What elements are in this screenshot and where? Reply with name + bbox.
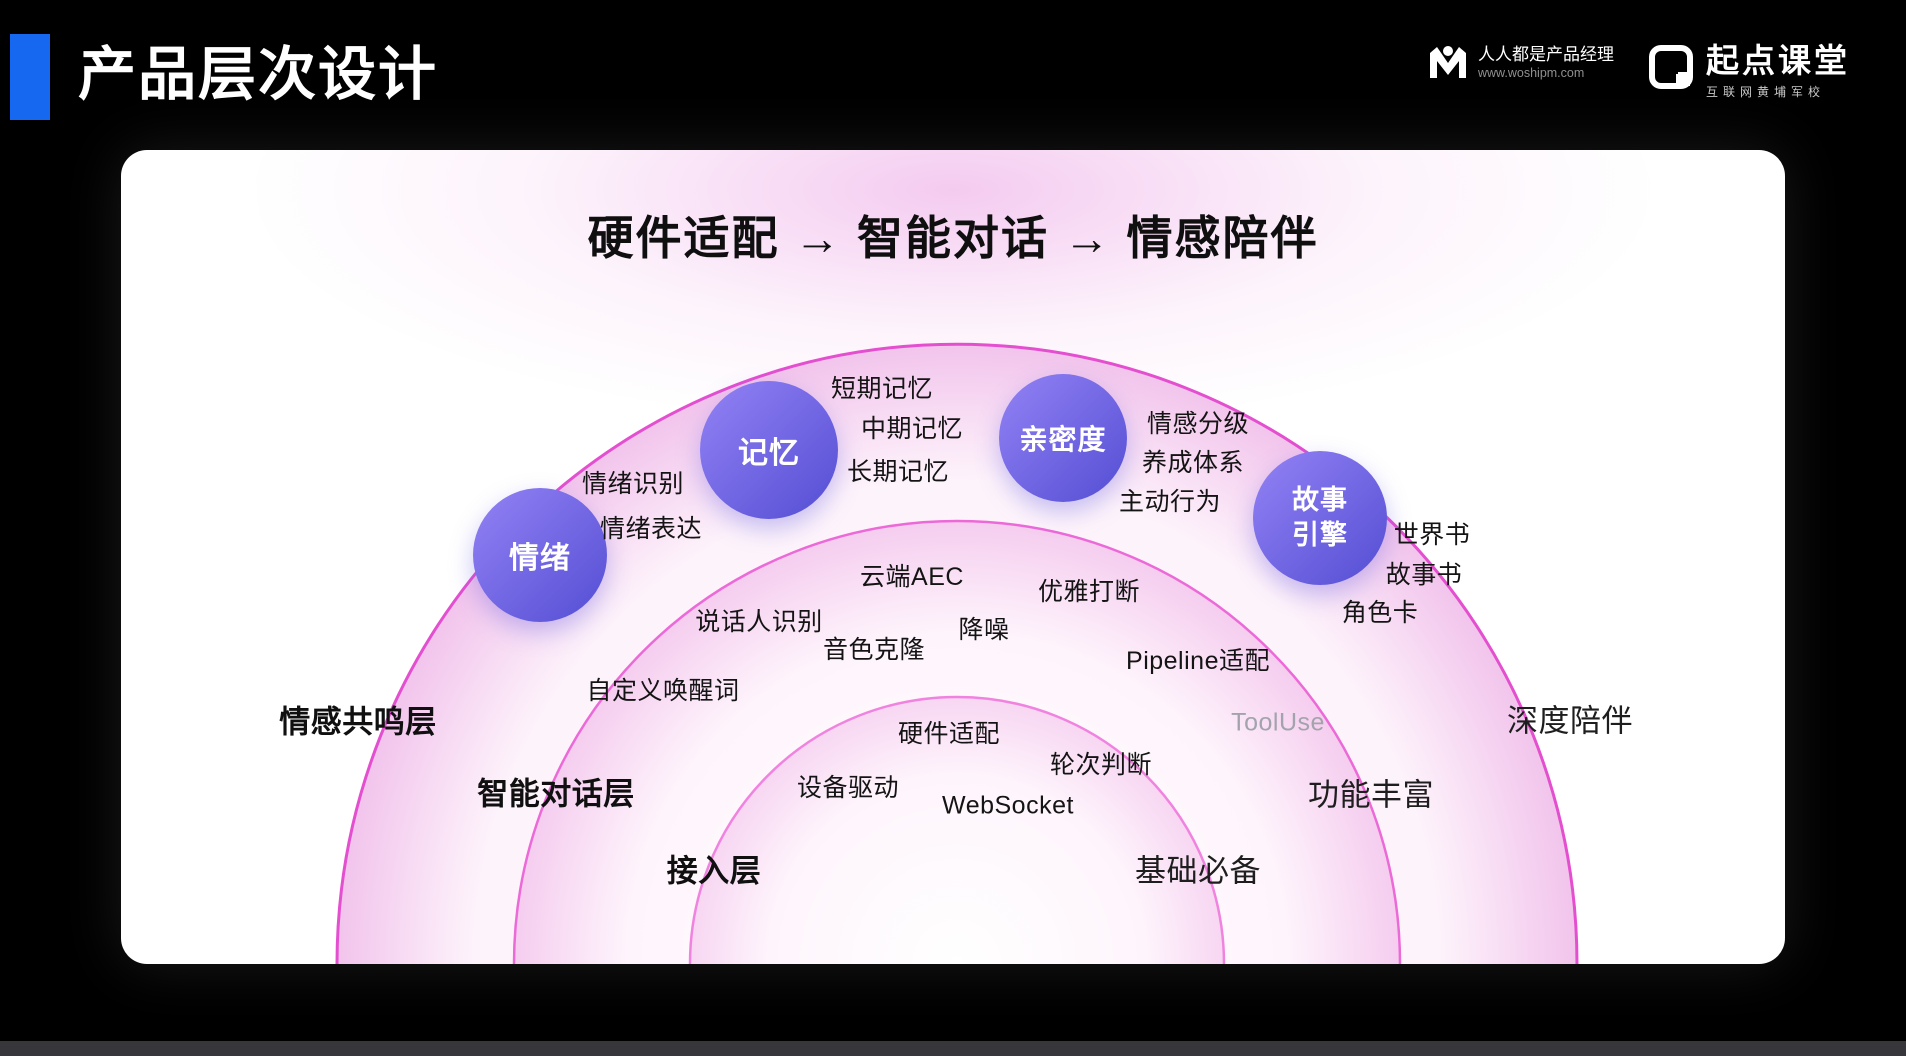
node-story-engine: 故事 引擎 — [1253, 451, 1387, 585]
node-intimacy: 亲密度 — [999, 374, 1127, 502]
qidian-subtitle: 互联网黄埔军校 — [1706, 85, 1826, 99]
node-story-label-line1: 故事 — [1292, 484, 1348, 515]
qidian-logo: 起点课堂 互联网黄埔军校 — [1648, 44, 1850, 100]
access-item-label: 设备驱动 — [796, 774, 900, 802]
diagram-card: 硬件适配 → 智能对话 → 情感陪伴 — [121, 150, 1785, 964]
layer-value-feature-rich: 功能丰富 — [1308, 777, 1434, 813]
woshipm-url: www.woshipm.com — [1478, 66, 1585, 81]
layer-value-deep-companionship: 深度陪伴 — [1507, 703, 1633, 739]
bottom-bar — [0, 1041, 1906, 1056]
layer-label-access: 接入层 — [666, 853, 762, 889]
node-emotion-label: 情绪 — [509, 542, 571, 575]
dialog-item-label: 音色克隆 — [822, 636, 926, 664]
arc-middle-stroke — [512, 519, 1402, 964]
woshipm-logo-icon — [1430, 46, 1466, 78]
arc-inner-stroke — [688, 695, 1226, 964]
emotion-item-label: 情绪表达 — [599, 515, 703, 543]
woshipm-logo-text: 人人都是产品经理 www.woshipm.com — [1478, 44, 1614, 82]
memory-item-label: 短期记忆 — [830, 375, 934, 403]
dialog-item-label-tooluse: ToolUse — [1231, 708, 1325, 737]
dialog-item-label: 降噪 — [958, 616, 1010, 644]
intimacy-item-label: 情感分级 — [1146, 410, 1250, 438]
dialog-item-label: 优雅打断 — [1037, 578, 1141, 606]
dialog-item-label: Pipeline适配 — [1126, 647, 1270, 675]
layer-label-intelligent-dialog: 智能对话层 — [477, 776, 635, 812]
qidian-name: 起点课堂 — [1706, 42, 1850, 79]
intimacy-item-label: 主动行为 — [1118, 488, 1222, 516]
dialog-item-label: 云端AEC — [860, 563, 964, 591]
node-memory-label: 记忆 — [738, 437, 800, 470]
qidian-logo-icon — [1649, 45, 1693, 89]
layer-value-basic-essential: 基础必备 — [1135, 853, 1261, 889]
access-item-label: 硬件适配 — [897, 720, 1001, 748]
node-memory: 记忆 — [700, 381, 838, 519]
woshipm-name: 人人都是产品经理 — [1478, 45, 1614, 64]
node-emotion: 情绪 — [473, 488, 607, 622]
dialog-item-label: 自定义唤醒词 — [586, 677, 740, 705]
qidian-logo-text: 起点课堂 互联网黄埔军校 — [1706, 44, 1850, 100]
access-item-label: 轮次判断 — [1049, 751, 1153, 779]
dialog-item-label: 说话人识别 — [695, 608, 823, 636]
story-item-label: 世界书 — [1393, 521, 1471, 549]
emotion-item-label: 情绪识别 — [581, 470, 685, 498]
header-logos: 人人都是产品经理 www.woshipm.com 起点课堂 互联网黄埔军校 — [1428, 44, 1850, 100]
memory-item-label: 中期记忆 — [860, 415, 964, 443]
access-item-label: WebSocket — [942, 791, 1074, 820]
node-intimacy-label: 亲密度 — [1019, 424, 1107, 455]
memory-item-label: 长期记忆 — [846, 458, 950, 486]
accent-bar — [10, 34, 50, 120]
woshipm-logo: 人人都是产品经理 www.woshipm.com — [1428, 44, 1614, 82]
story-item-label: 角色卡 — [1341, 599, 1419, 627]
flow-title: 硬件适配 → 智能对话 → 情感陪伴 — [587, 212, 1319, 264]
arc-outer-stroke — [335, 342, 1579, 964]
arc-inner — [690, 697, 1224, 964]
story-item-label: 故事书 — [1385, 561, 1463, 589]
node-story-label-line2: 引擎 — [1292, 520, 1348, 550]
page-title: 产品层次设计 — [78, 42, 439, 107]
intimacy-item-label: 养成体系 — [1141, 449, 1245, 477]
layer-label-emotional-resonance: 情感共鸣层 — [279, 704, 437, 740]
